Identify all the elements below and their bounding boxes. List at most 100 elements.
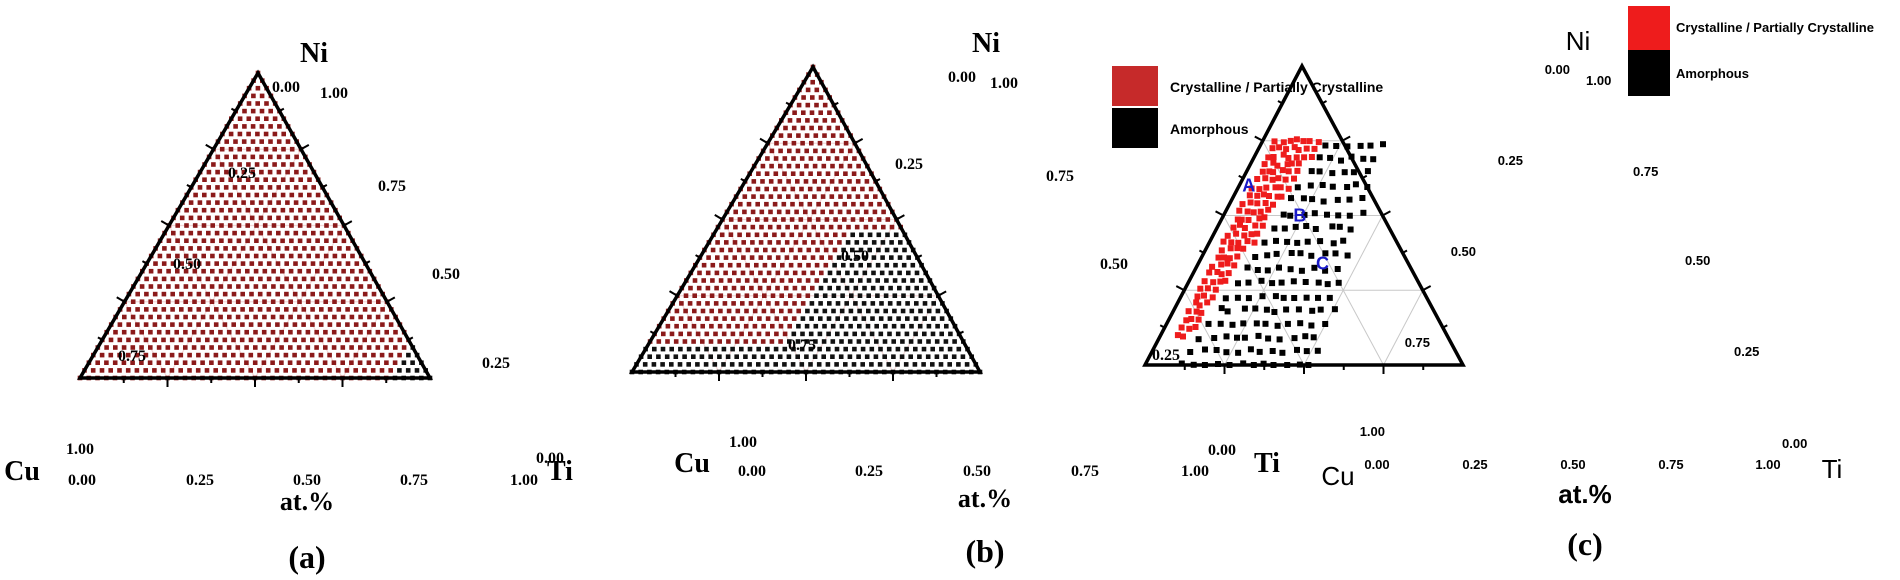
panel-a-crystalline-point xyxy=(236,223,242,228)
panel-a-crystalline-point xyxy=(174,284,180,289)
panel-b-amorphous-point xyxy=(835,316,840,321)
panel-c-amorphous-point xyxy=(1312,226,1319,232)
panel-a-crystalline-point xyxy=(293,230,299,236)
panel-c-amorphous-point xyxy=(1276,264,1282,271)
panel-a-crystalline-point xyxy=(357,360,363,365)
panel-c-amorphous-point xyxy=(1187,349,1194,355)
panel-a-crystalline-point xyxy=(237,162,242,167)
panel-b-amorphous-point xyxy=(878,331,884,337)
panel-a-crystalline-point xyxy=(297,314,302,320)
panel-c-crystalline-point xyxy=(1311,145,1318,152)
panel-a-crystalline-point xyxy=(370,368,376,373)
panel-b-amorphous-point xyxy=(704,346,709,352)
panel-b-amorphous-point xyxy=(899,354,905,359)
panel-c-crystalline-point xyxy=(1269,145,1276,152)
panel-b-crystalline-point xyxy=(760,339,766,344)
panel-b-crystalline-point xyxy=(721,331,727,337)
panel-b-amorphous-point xyxy=(878,346,883,352)
panel-c-crystalline-point xyxy=(1204,299,1211,306)
panel-c-crystalline-point xyxy=(1252,222,1259,229)
panel-b-crystalline-point xyxy=(753,278,759,283)
panel-b-amorphous-point xyxy=(831,308,836,314)
panel-a-crystalline-point xyxy=(350,268,355,274)
panel-b-crystalline-point xyxy=(787,148,792,154)
panel-b-amorphous-point xyxy=(849,293,854,298)
panel-a-crystalline-point xyxy=(301,322,306,327)
panel-a-crystalline-point xyxy=(367,284,372,289)
panel-b-amorphous-point xyxy=(856,339,862,344)
panel-a-crystalline-point xyxy=(367,299,372,304)
panel-c-amorphous-point xyxy=(1294,346,1300,353)
panel-a-crystalline-point xyxy=(152,368,157,373)
panel-b-crystalline-point xyxy=(790,186,796,192)
panel-b-amorphous-point xyxy=(869,331,875,337)
panel-b-crystalline-point xyxy=(731,285,737,291)
panel-b-amorphous-point xyxy=(908,339,914,344)
panel-b-amorphous-point xyxy=(860,362,865,367)
panel-a-crystalline-point xyxy=(228,162,234,167)
panel-a-crystalline-point xyxy=(223,261,228,266)
panel-b-crystalline-point xyxy=(710,262,716,268)
panel-a-crystalline-point xyxy=(254,238,259,243)
panel-a-crystalline-point xyxy=(324,223,329,228)
panel-a-crystalline-point xyxy=(126,337,131,343)
panel-a-left-tick-0: 0.00 xyxy=(272,79,300,96)
panel-b-crystalline-point xyxy=(745,247,751,253)
panel-b-amorphous-point xyxy=(850,232,855,238)
panel-a-crystalline-point xyxy=(245,253,250,259)
panel-a-crystalline-point xyxy=(341,238,347,244)
panel-a-crystalline-point xyxy=(315,238,320,243)
panel-a-crystalline-point xyxy=(170,276,176,282)
panel-b-crystalline-point xyxy=(789,247,794,253)
panel-a-crystalline-point xyxy=(393,345,398,350)
panel-b-crystalline-point xyxy=(714,270,720,276)
panel-b-crystalline-point xyxy=(801,270,807,276)
panel-b-crystalline-point xyxy=(767,240,773,245)
panel-a-crystalline-point xyxy=(223,185,229,190)
panel-b-amorphous-point xyxy=(875,262,881,268)
panel-a-crystalline-point xyxy=(192,268,198,274)
panel-a-crystalline-point xyxy=(358,299,363,304)
panel-a-crystalline-point xyxy=(232,200,238,205)
panel-a-crystalline-point xyxy=(288,284,294,289)
panel-b-crystalline-point xyxy=(852,156,857,161)
panel-b-amorphous-point xyxy=(902,247,907,253)
panel-a-crystalline-point xyxy=(191,360,197,365)
panel-a-crystalline-point xyxy=(206,230,211,236)
panel-b-amorphous-point xyxy=(858,247,864,253)
panel-b-crystalline-point xyxy=(825,171,831,176)
panel-c-crystalline-point xyxy=(1228,239,1235,246)
panel-a-crystalline-point xyxy=(314,345,319,350)
panel-a-crystalline-point xyxy=(270,345,276,350)
panel-b-amorphous-point xyxy=(839,323,845,329)
panel-b-crystalline-point xyxy=(792,301,797,306)
panel-b-crystalline-point xyxy=(843,156,848,161)
panel-a-crystalline-point xyxy=(349,360,354,365)
panel-a-crystalline-point xyxy=(241,215,246,221)
panel-b-crystalline-point xyxy=(719,262,724,268)
panel-b-crystalline-point xyxy=(759,224,764,230)
panel-b-amorphous-point xyxy=(939,316,945,321)
panel-b-amorphous-point xyxy=(795,354,800,359)
panel-a-crystalline-point xyxy=(117,352,122,358)
panel-b-crystalline-point xyxy=(796,133,801,138)
panel-b-crystalline-point xyxy=(749,270,754,276)
panel-b-crystalline-point xyxy=(816,201,821,207)
panel-b-crystalline-point xyxy=(889,224,895,230)
panel-c-amorphous-point xyxy=(1245,279,1252,286)
panel-b-amorphous-point xyxy=(926,308,932,314)
panel-a-crystalline-point xyxy=(196,261,202,266)
panel-a-crystalline-point xyxy=(314,329,319,335)
panel-b-crystalline-point xyxy=(834,171,839,176)
panel-a-crystalline-point xyxy=(236,253,241,259)
panel-a-crystalline-point xyxy=(236,284,241,289)
panel-a-crystalline-point xyxy=(358,268,364,274)
panel-a-crystalline-point xyxy=(121,345,127,350)
panel-a-crystalline-point xyxy=(309,368,315,373)
panel-b-legend: Crystalline / Partially Crystalline Amor… xyxy=(1112,66,1383,148)
panel-a-crystalline-point xyxy=(215,185,220,190)
panel-b-crystalline-point xyxy=(743,323,749,329)
panel-a-crystalline-point xyxy=(206,200,211,205)
panel-b-crystalline-point xyxy=(805,278,811,283)
panel-a-crystalline-point xyxy=(170,246,176,251)
